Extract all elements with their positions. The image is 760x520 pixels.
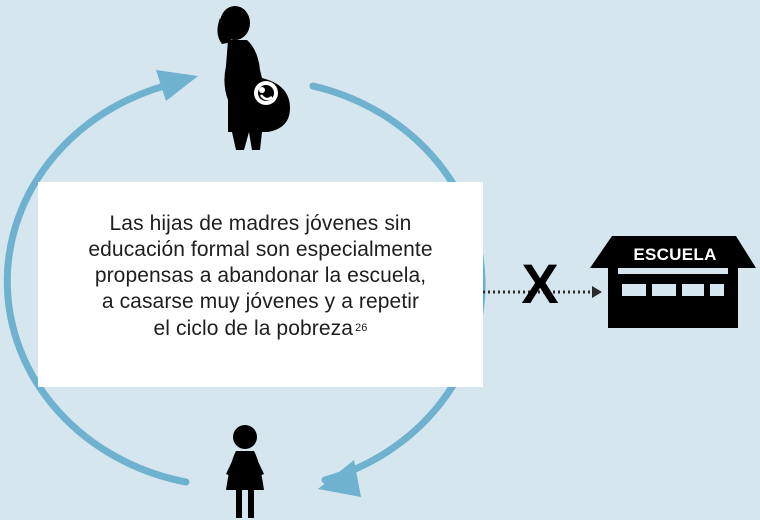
footnote-marker: 26 <box>355 322 368 334</box>
message-line-3: propensas a abandonar la escuela, <box>94 264 427 287</box>
school-building-icon <box>590 236 756 328</box>
message-line-5-text: el ciclo de la pobreza <box>153 317 354 340</box>
blocked-x-mark: X <box>521 252 559 315</box>
left-cycle-arc <box>3 78 190 486</box>
pregnant-woman-icon <box>217 6 290 150</box>
message-box <box>38 182 483 387</box>
message-line-4: a casarse muy jóvenes y a repetir <box>101 290 420 313</box>
girl-icon <box>226 425 264 518</box>
message-line-2: educación formal son especialmente <box>88 238 433 261</box>
message-text: Las hijas de madres jóvenes sin educació… <box>38 211 483 342</box>
arrowhead-bottom <box>318 460 361 497</box>
school-label: ESCUELA <box>633 245 717 264</box>
dotted-connector <box>478 286 602 298</box>
arrowhead-top <box>156 70 198 101</box>
cycle-arrowheads <box>156 70 361 497</box>
message-line-1: Las hijas de madres jóvenes sin <box>109 212 412 235</box>
